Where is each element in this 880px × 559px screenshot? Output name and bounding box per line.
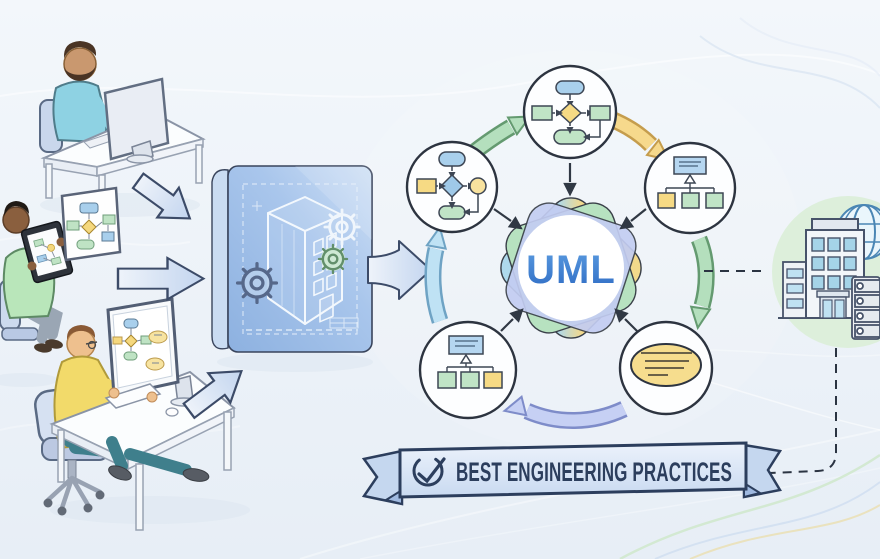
uml-label: UML [526, 248, 616, 292]
mouse [165, 407, 179, 417]
shin [106, 436, 128, 472]
head [2, 201, 30, 234]
activity-diagram-icon [416, 151, 487, 220]
hand [56, 237, 66, 247]
gear-body [321, 247, 345, 271]
desk-legs [57, 411, 232, 531]
flowchart-icon [66, 202, 116, 250]
cycle-arrow-teal [424, 224, 449, 324]
diagram-nodes [405, 64, 737, 420]
chair-base [43, 459, 105, 516]
person-at-workstation [33, 297, 250, 531]
shadow [217, 352, 373, 372]
blueprint-to-hub-arrow [367, 240, 432, 300]
blueprint-scroll [211, 165, 373, 372]
hub-connectors [493, 163, 647, 332]
shin [124, 448, 192, 476]
class-hierarchy-icon [657, 156, 724, 209]
scroll-curl [211, 169, 229, 350]
office-building-icon [805, 218, 865, 319]
keyboard [104, 383, 162, 409]
cycle-arrow-green-down [689, 235, 715, 331]
tablet-diagram-icon [33, 238, 62, 266]
banner-label: BEST ENGINEERING PRACTICES [456, 457, 732, 487]
hand [108, 387, 120, 399]
office-chair-seat [1, 327, 39, 341]
hub-center [518, 215, 624, 321]
server-rack-icon [851, 276, 880, 340]
uml-hub: UML [500, 197, 642, 339]
head [66, 325, 98, 359]
monitor-back [103, 77, 170, 164]
node-class-hierarchy-bottom-left [418, 320, 518, 420]
node-activity-diagram-left [405, 140, 499, 234]
office-building-small-icon [782, 261, 810, 319]
hand [146, 391, 158, 403]
shoe [182, 468, 210, 482]
shoe [108, 465, 132, 481]
check-circle-icon [412, 455, 446, 487]
screen-diagram-icon [112, 318, 168, 371]
node-class-hierarchy-right [643, 141, 737, 235]
head [63, 41, 97, 81]
class-hierarchy-icon [437, 335, 503, 389]
monitor [106, 297, 198, 407]
shoe [34, 343, 52, 353]
node-activity-diagram-top [522, 64, 618, 160]
use-case-ellipse-icon [630, 343, 702, 387]
hand [27, 261, 37, 271]
person-with-tablet [0, 201, 74, 387]
banner-band [398, 441, 748, 499]
flowchart-card [60, 186, 122, 262]
dashed-wire-deployment-to-banner [769, 348, 837, 474]
activity-diagram-icon [531, 80, 611, 145]
node-use-case-bottom-right [618, 320, 714, 416]
dashed-connectors [704, 270, 837, 474]
blueprint-frame [242, 183, 358, 335]
shadow [0, 373, 58, 387]
banner-ribbon: BEST ENGINEERING PRACTICES [361, 441, 783, 506]
cycle-arrow-periwinkle [502, 395, 628, 429]
gear-body [242, 268, 272, 298]
shadow [50, 496, 250, 524]
deployment-scene [772, 196, 880, 348]
